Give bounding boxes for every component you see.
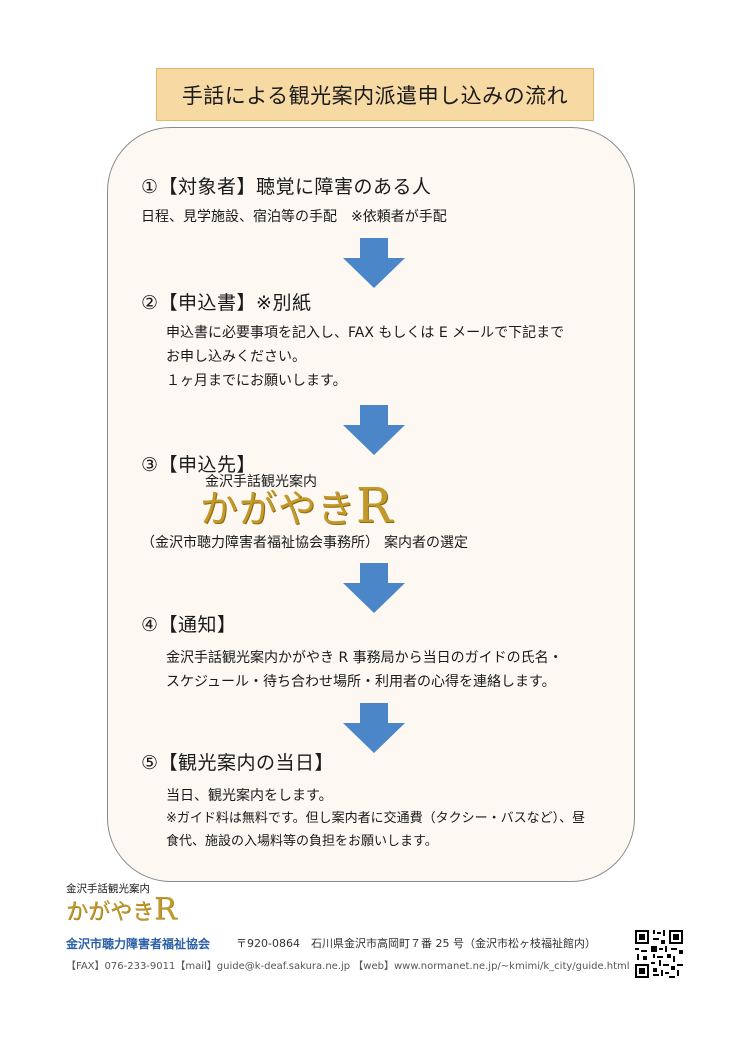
brand-label: 金沢手話観光案内 bbox=[205, 474, 317, 490]
qr-code-icon[interactable] bbox=[633, 928, 685, 980]
brand-logo: かがやきR bbox=[200, 478, 394, 534]
step3-org: （金沢市聴力障害者福祉協会事務所） bbox=[141, 535, 379, 551]
step2-text-3: １ヶ月までにお願いします。 bbox=[166, 373, 347, 389]
down-arrow-icon bbox=[343, 563, 405, 613]
step2-text-2: お申し込みください。 bbox=[166, 349, 306, 365]
down-arrow-icon bbox=[343, 238, 405, 288]
footer-contact[interactable]: 【FAX】076-233-9011【mail】guide@k-deaf.saku… bbox=[66, 961, 630, 972]
footer-org: 金沢市聴力障害者福祉協会 bbox=[66, 937, 211, 951]
step5-text-2: ※ガイド料は無料です。但し案内者に交通費（タクシー・バスなど）、昼 bbox=[166, 811, 586, 826]
step4-heading: ④【通知】 bbox=[141, 614, 237, 636]
footer-brand-logo: かがやきR bbox=[66, 892, 177, 927]
step2-heading: ②【申込書】※別紙 bbox=[141, 292, 312, 314]
step2-text-1: 申込書に必要事項を記入し、FAX もしくは E メールで下記まで bbox=[166, 325, 565, 341]
step1-text: 日程、見学施設、宿泊等の手配 ※依頼者が手配 bbox=[141, 209, 447, 225]
step3-heading: ③【申込先】 bbox=[141, 454, 257, 476]
step5-text-3: 食代、施設の入場料等の負担をお願いします。 bbox=[166, 834, 438, 849]
step1-heading: ①【対象者】聴覚に障害のある人 bbox=[141, 176, 432, 198]
step4-text-1: 金沢手話観光案内かがやき R 事務局から当日のガイドの氏名・ bbox=[166, 650, 563, 666]
step5-heading: ⑤【観光案内の当日】 bbox=[141, 752, 335, 774]
footer-brand-label: 金沢手話観光案内 bbox=[66, 883, 150, 895]
down-arrow-icon bbox=[343, 703, 405, 753]
down-arrow-icon bbox=[343, 405, 405, 455]
step5-text-1: 当日、観光案内をします。 bbox=[166, 788, 333, 804]
step3-selection: 案内者の選定 bbox=[384, 535, 468, 551]
page-title: 手話による観光案内派遣申し込みの流れ bbox=[156, 68, 594, 121]
footer-address: 〒920-0864 石川県金沢市高岡町７番 25 号（金沢市松ヶ枝福祉館内） bbox=[236, 937, 596, 950]
step4-text-2: スケジュール・待ち合わせ場所・利用者の心得を連絡します。 bbox=[166, 674, 556, 690]
